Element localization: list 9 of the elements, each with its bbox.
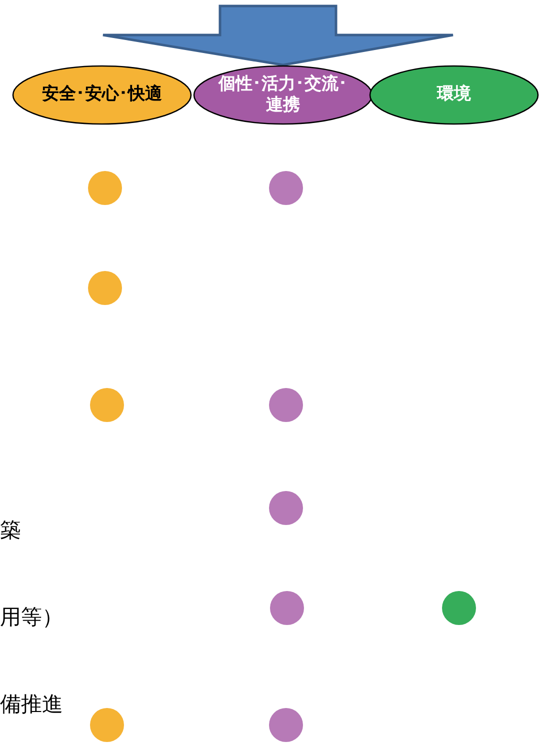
category-label: 安全･安心･快適	[42, 84, 162, 106]
row-label: 築	[0, 517, 21, 544]
category-label: 個性･活力･交流･連携	[218, 74, 348, 116]
category-ellipse	[369, 65, 539, 125]
row-label: 用等）	[0, 604, 63, 631]
row-label: 備推進	[0, 691, 63, 718]
category-ellipse	[12, 65, 192, 125]
category-ellipse	[193, 65, 373, 125]
category-label: 環境	[437, 84, 471, 106]
